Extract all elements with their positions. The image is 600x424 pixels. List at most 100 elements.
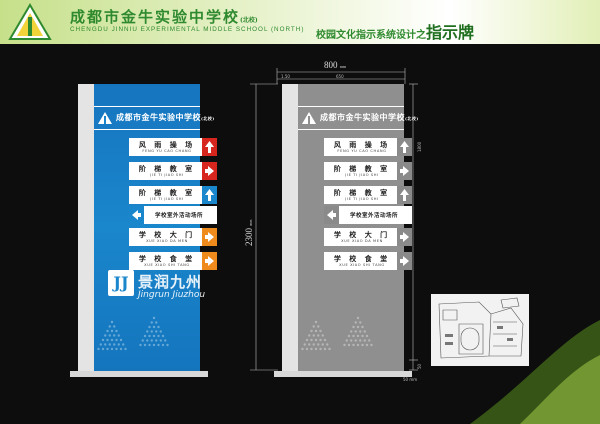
arrow-right-icon	[202, 252, 217, 270]
plate-label-cn: 阶 梯 教 室	[333, 165, 391, 173]
decorative-dot	[354, 339, 357, 342]
arrow-right-icon	[202, 228, 217, 246]
sign-side-strip	[78, 84, 94, 371]
decorative-dot	[365, 334, 369, 338]
decorative-dot	[356, 316, 360, 320]
direction-plate: 学校室外活动场所	[129, 206, 217, 224]
decorative-dot	[159, 339, 162, 342]
page-title: 校园文化指示系统设计之指示牌	[316, 23, 475, 42]
plate-label-en: FENG YU CAO CHANG	[142, 149, 192, 153]
decorative-dot	[115, 329, 118, 333]
sign-face	[298, 84, 404, 371]
plate-label-cn: 风 雨 操 场	[333, 141, 391, 149]
decorative-dot	[321, 334, 324, 337]
decorative-dot	[110, 320, 114, 324]
decorative-dot	[305, 338, 309, 342]
decorative-dot	[115, 347, 118, 351]
decorative-dot	[354, 321, 357, 324]
decorative-dot	[356, 343, 360, 347]
decorative-dot	[155, 330, 158, 333]
plate-label-cn: 阶 梯 教 室	[138, 189, 196, 197]
decorative-dot	[148, 334, 151, 338]
watermark-brand: JJ 景润九州 Jingrun Jiuzhou	[108, 270, 218, 310]
plate-label-en: FENG YU CAO CHANG	[337, 149, 387, 153]
decorative-dot	[117, 343, 120, 346]
plate-label-en: XUE XIAO DA MEN	[146, 239, 188, 243]
decorative-dot	[310, 347, 313, 351]
decorative-dot	[359, 330, 362, 333]
decorative-dot	[157, 334, 160, 338]
decorative-dot	[352, 325, 355, 329]
decorative-dot	[303, 343, 306, 346]
decorative-dot	[356, 334, 360, 338]
plate-label-en: XUE XIAO SHI TANG	[144, 263, 190, 267]
decorative-dot	[115, 338, 118, 342]
decorative-dot	[310, 329, 313, 333]
width-dimension-label: 800 mm	[324, 60, 346, 70]
plate-label-en: XUE XIAO DA MEN	[341, 239, 383, 243]
decorative-dot	[310, 338, 313, 342]
decorative-dot	[148, 343, 151, 347]
plate-label-cn: 学校室外活动场所	[349, 213, 398, 219]
decorative-dot	[328, 347, 331, 351]
brand-name-en: Jingrun Jiuzhou	[138, 290, 206, 300]
decorative-dot	[305, 347, 309, 351]
decorative-dot	[106, 338, 109, 342]
sign-school-name: 成都市金牛实验中学校(北校)	[320, 112, 419, 122]
decorative-dot	[361, 325, 364, 329]
plate-label-en: XUE XIAO SHI TANG	[339, 263, 385, 267]
site-plan-thumbnail	[431, 294, 529, 366]
decorative-dot	[148, 325, 151, 329]
decorative-dot	[356, 325, 360, 329]
decorative-dot	[155, 339, 158, 342]
decorative-dot	[301, 347, 304, 351]
school-logo-icon	[302, 112, 316, 124]
site-plan-map-icon	[438, 297, 524, 359]
plate-label-en: JIE TI JIAO SHI	[345, 197, 379, 201]
decorative-dot	[110, 347, 114, 351]
decorative-dot	[152, 334, 156, 338]
decorative-dot	[166, 343, 169, 347]
decorative-dot	[150, 330, 153, 333]
plate-label-en: JIE TI JIAO SHI	[345, 173, 379, 177]
plate-label-cn: 学 校 食 堂	[138, 255, 196, 263]
decorative-dot	[157, 343, 160, 347]
plate-label-en: JIE TI JIAO SHI	[150, 197, 184, 201]
decorative-dot	[317, 334, 320, 337]
sign-school-name: 成都市金牛实验中学校(北校)	[116, 112, 215, 122]
base-dimension-label: 50 mm	[403, 377, 418, 382]
height-dimension-label: 2300 mm	[244, 219, 254, 246]
decorative-dot	[352, 343, 355, 347]
decorative-dot	[319, 347, 322, 351]
decorative-dot	[141, 339, 144, 342]
plate-label-cn: 风 雨 操 场	[138, 141, 196, 149]
decorative-dot	[361, 343, 364, 347]
decorative-dot	[350, 339, 353, 342]
decorative-dot	[150, 339, 153, 342]
sign-base	[70, 371, 208, 377]
brand-mark-icon: JJ	[108, 270, 134, 296]
decorative-dot	[319, 329, 322, 333]
plate-label-cn: 阶 梯 教 室	[138, 165, 196, 173]
decorative-dot	[314, 347, 318, 351]
arrow-left-icon	[129, 206, 144, 224]
right-top-dimension-label: 1800	[417, 141, 422, 152]
decorative-dot	[157, 325, 160, 329]
decorative-dot	[368, 339, 371, 342]
decorative-dot	[312, 325, 315, 328]
decorative-dot	[108, 325, 111, 328]
brand-name-cn: 景润九州	[138, 273, 203, 291]
plate-label-en: JIE TI JIAO SHI	[150, 173, 184, 177]
sign-side-strip	[282, 84, 298, 371]
decorative-dot	[363, 330, 366, 333]
decorative-dot	[359, 339, 362, 342]
decorative-dot	[108, 334, 111, 337]
school-name-cn: 成都市金牛实验中学校(北校)	[70, 8, 258, 26]
decorative-dot	[321, 343, 324, 346]
sub-width-left-label: 1.50	[281, 74, 290, 79]
arrow-right-icon	[397, 162, 412, 180]
